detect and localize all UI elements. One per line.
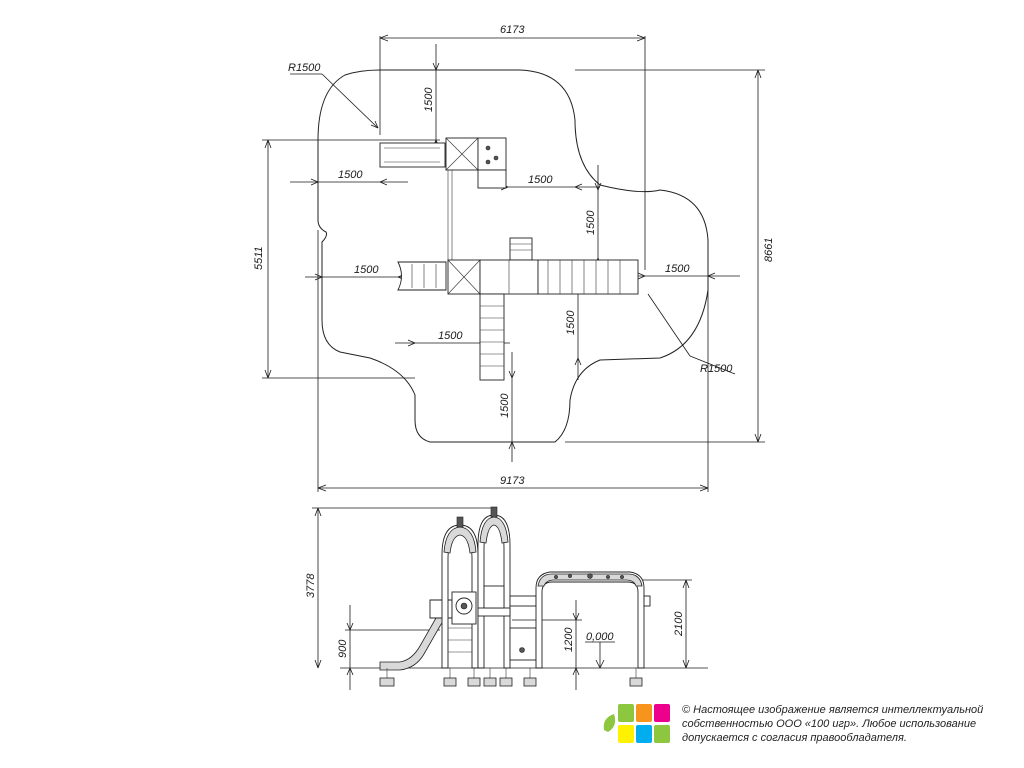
dim-zone-left-upper: 1500 <box>338 169 363 181</box>
dim-width-total: 9173 <box>500 475 525 487</box>
leaf-icon <box>603 714 616 732</box>
plan-view: 6173 8661 5511 9173 R1500 R1500 <box>253 24 775 492</box>
company-logo <box>603 704 670 743</box>
logo-tile-6 <box>618 725 634 743</box>
dim-radius-top: R1500 <box>288 62 321 74</box>
safety-zone-outline <box>317 69 709 443</box>
plan-equipment <box>379 137 639 381</box>
copyright-line-1: © Настоящее изображение является интелле… <box>682 704 984 716</box>
dim-zone-right: 1500 <box>665 263 690 275</box>
logo-tile-3 <box>654 704 670 722</box>
dim-zone-bottom: 1500 <box>499 393 511 418</box>
dim-zone-left-middle: 1500 <box>354 264 379 276</box>
dim-height-total: 8661 <box>763 238 775 262</box>
copyright-line-3: допускается с согласия правообладателя. <box>682 732 907 744</box>
dim-zone-middle: 1500 <box>528 174 553 186</box>
logo-tile-5 <box>654 725 670 743</box>
dim-elev-total: 3778 <box>305 573 317 598</box>
ground-level-mark: 0,000 <box>586 631 614 643</box>
dim-elev-deck: 1200 <box>563 627 575 652</box>
zone-dimensions: 1500 1500 1500 1500 1500 1500 15 <box>290 44 740 462</box>
logo-tile-2 <box>636 704 652 722</box>
dim-zone-lower-left: 1500 <box>438 330 463 342</box>
logo-tile-4 <box>636 725 652 743</box>
dim-zone-right-center: 1500 <box>585 210 597 235</box>
dim-width-top: 6173 <box>500 24 525 36</box>
dim-zone-top: 1500 <box>423 87 435 112</box>
dim-radius-right: R1500 <box>700 363 733 375</box>
copyright-line-2: собственностью ООО «100 игр». Любое испо… <box>682 718 977 730</box>
dim-zone-lower-center: 1500 <box>565 310 577 335</box>
copyright-notice: © Настоящее изображение является интелле… <box>682 703 1022 745</box>
dim-elev-arch: 2100 <box>673 611 685 637</box>
logo-tile-1 <box>618 704 634 722</box>
dim-height-left: 5511 <box>253 246 265 270</box>
elevation-view: 3778 900 1200 0,000 2100 <box>305 506 708 690</box>
elevation-equipment <box>379 506 651 687</box>
dim-elev-platform: 900 <box>337 639 349 658</box>
